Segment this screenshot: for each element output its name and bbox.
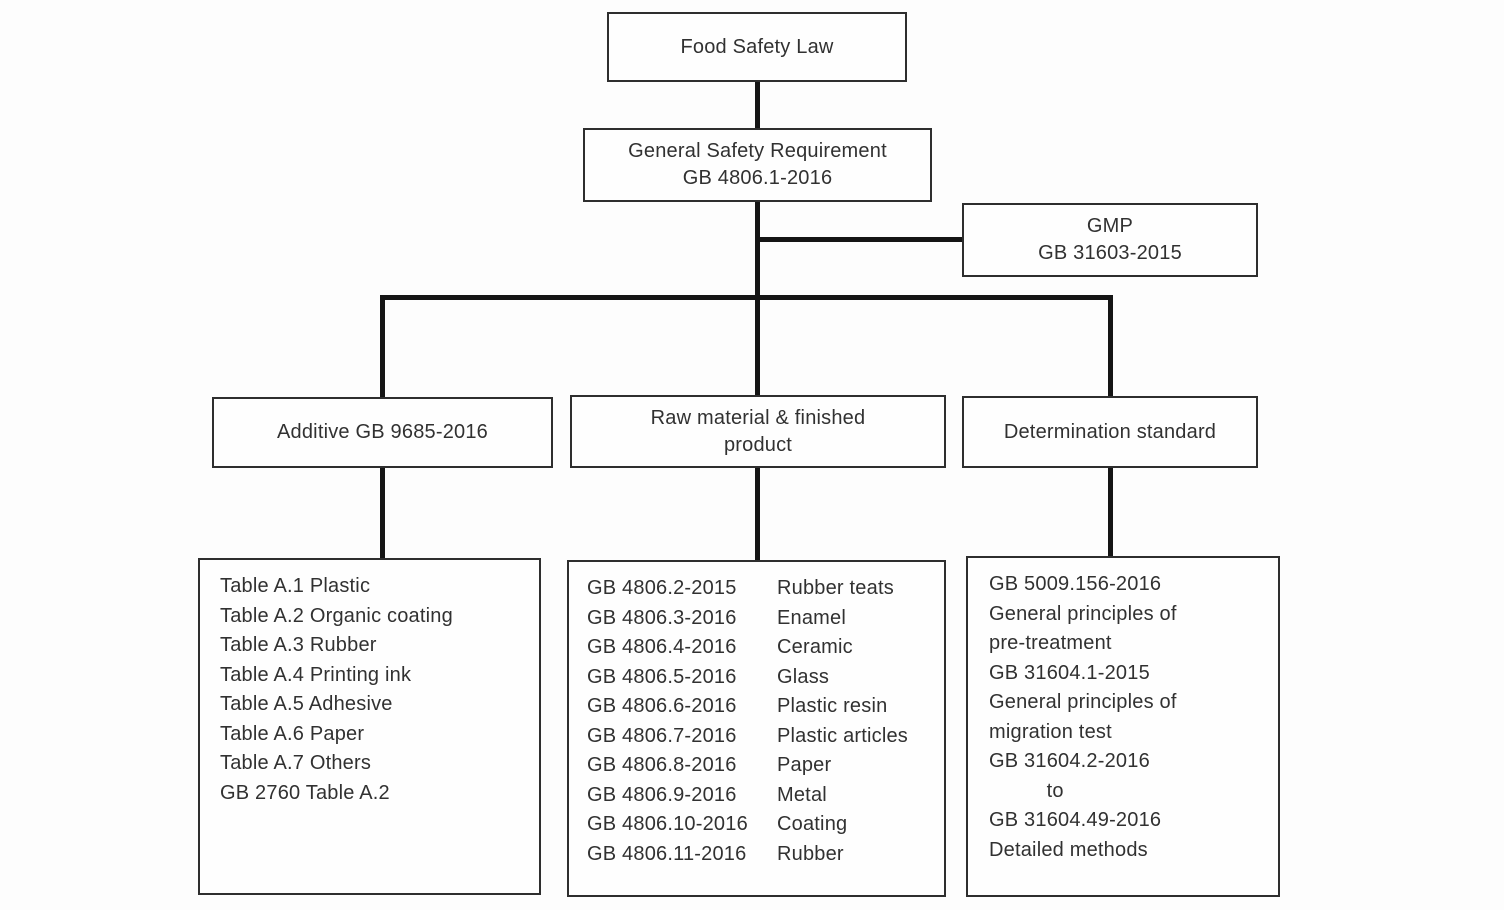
standard-material: Paper bbox=[777, 754, 832, 776]
determination-detail-line: migration test bbox=[989, 720, 1112, 743]
additive-detail-item: Table A.4 Printing ink bbox=[220, 663, 412, 686]
additive-detail-item: Table A.3 Rubber bbox=[220, 634, 377, 656]
connector-determination-to-detail bbox=[1108, 468, 1113, 556]
additive-detail-item: Table A.2 Organic coating bbox=[220, 604, 453, 627]
determination-detail-line: to bbox=[989, 779, 1064, 802]
standard-material: Metal bbox=[777, 783, 827, 806]
determination-detail-list: GB 5009.156-2016 General principles of p… bbox=[966, 556, 1280, 897]
standard-row: GB 4806.4-2016 Ceramic bbox=[587, 633, 938, 663]
standard-row: GB 4806.9-2016 Metal bbox=[587, 781, 938, 811]
standard-code: GB 4806.7-2016 bbox=[587, 724, 737, 747]
node-general-safety-requirement: General Safety Requirement GB 4806.1-201… bbox=[583, 128, 932, 202]
node-additive-label: Additive GB 9685-2016 bbox=[276, 421, 488, 443]
standard-code: GB 4806.9-2016 bbox=[587, 783, 737, 806]
standard-row: GB 4806.10-2016 Coating bbox=[587, 810, 938, 840]
standard-material: Plastic resin bbox=[777, 695, 888, 717]
determination-detail-line: GB 31604.1-2015 bbox=[989, 661, 1150, 684]
determination-detail-line: GB 5009.156-2016 bbox=[989, 573, 1162, 595]
standard-row: GB 4806.6-2016 Plastic resin bbox=[587, 692, 938, 722]
node-gsr-label: General Safety Requirement bbox=[628, 140, 887, 162]
connector-branch-to-determination bbox=[1108, 295, 1113, 396]
standard-code: GB 4806.4-2016 bbox=[587, 636, 737, 658]
connector-trunk-to-gmp bbox=[757, 237, 962, 242]
additive-detail-item: GB 2760 Table A.2 bbox=[220, 781, 390, 804]
standard-material: Enamel bbox=[777, 606, 847, 629]
node-food-safety-law: Food Safety Law bbox=[607, 12, 907, 82]
standard-row: GB 4806.5-2016 Glass bbox=[587, 663, 938, 693]
raw-material-detail-list: GB 4806.2-2015 Rubber teats GB 4806.3-20… bbox=[567, 560, 946, 897]
connector-branch-to-additive bbox=[380, 295, 385, 397]
node-determination-label: Determination standard bbox=[1003, 420, 1217, 443]
connector-branch-horizontal bbox=[380, 295, 1113, 300]
standard-material: Rubber bbox=[777, 842, 844, 865]
node-additive: Additive GB 9685-2016 bbox=[212, 397, 553, 468]
additive-detail-item: Table A.6 Paper bbox=[220, 722, 365, 745]
standard-material: Rubber teats bbox=[777, 577, 894, 599]
connector-additive-to-detail bbox=[380, 468, 385, 558]
determination-detail-line: GB 31604.2-2016 bbox=[989, 750, 1150, 772]
standard-code: GB 4806.3-2016 bbox=[587, 606, 737, 629]
standard-material: Coating bbox=[777, 813, 848, 835]
node-determination-standard: Determination standard bbox=[962, 396, 1258, 468]
standard-code: GB 4806.11-2016 bbox=[587, 842, 747, 865]
node-food-safety-law-label: Food Safety Law bbox=[680, 35, 834, 58]
connector-foodsafetylaw-to-gsr bbox=[755, 82, 760, 128]
standard-row: GB 4806.2-2015 Rubber teats bbox=[587, 574, 938, 604]
node-gsr-code: GB 4806.1-2016 bbox=[682, 167, 833, 189]
node-raw-material: Raw material & finished product bbox=[570, 395, 946, 468]
determination-detail-line: GB 31604.49-2016 bbox=[989, 809, 1162, 831]
standard-material: Plastic articles bbox=[777, 724, 909, 747]
standard-row: GB 4806.11-2016 Rubber bbox=[587, 840, 938, 870]
additive-detail-item: Table A.1 Plastic bbox=[220, 575, 371, 597]
node-gmp-code: GB 31603-2015 bbox=[1038, 242, 1182, 264]
standard-row: GB 4806.8-2016 Paper bbox=[587, 751, 938, 781]
standard-row: GB 4806.3-2016 Enamel bbox=[587, 604, 938, 634]
connector-rawmaterial-to-detail bbox=[755, 468, 760, 560]
standard-code: GB 4806.2-2015 bbox=[587, 577, 737, 599]
determination-detail-line: General principles of bbox=[989, 691, 1177, 713]
standard-code: GB 4806.6-2016 bbox=[587, 695, 737, 717]
standard-row: GB 4806.7-2016 Plastic articles bbox=[587, 722, 938, 752]
standard-code: GB 4806.8-2016 bbox=[587, 754, 737, 776]
standard-code: GB 4806.10-2016 bbox=[587, 813, 748, 835]
additive-detail-list: Table A.1 Plastic Table A.2 Organic coat… bbox=[198, 558, 541, 895]
determination-detail-line: Detailed methods bbox=[989, 838, 1148, 861]
determination-detail-line: General principles of bbox=[989, 602, 1177, 625]
additive-detail-item: Table A.5 Adhesive bbox=[220, 693, 393, 715]
standard-code: GB 4806.5-2016 bbox=[587, 665, 737, 688]
determination-detail-line: pre-treatment bbox=[989, 632, 1112, 654]
standard-material: Glass bbox=[777, 665, 830, 688]
additive-detail-item: Table A.7 Others bbox=[220, 752, 372, 774]
node-raw-material-label: Raw material & finished product bbox=[650, 406, 866, 456]
node-gmp-label: GMP bbox=[1086, 215, 1134, 237]
standard-material: Ceramic bbox=[777, 636, 853, 658]
node-gmp: GMP GB 31603-2015 bbox=[962, 203, 1258, 277]
